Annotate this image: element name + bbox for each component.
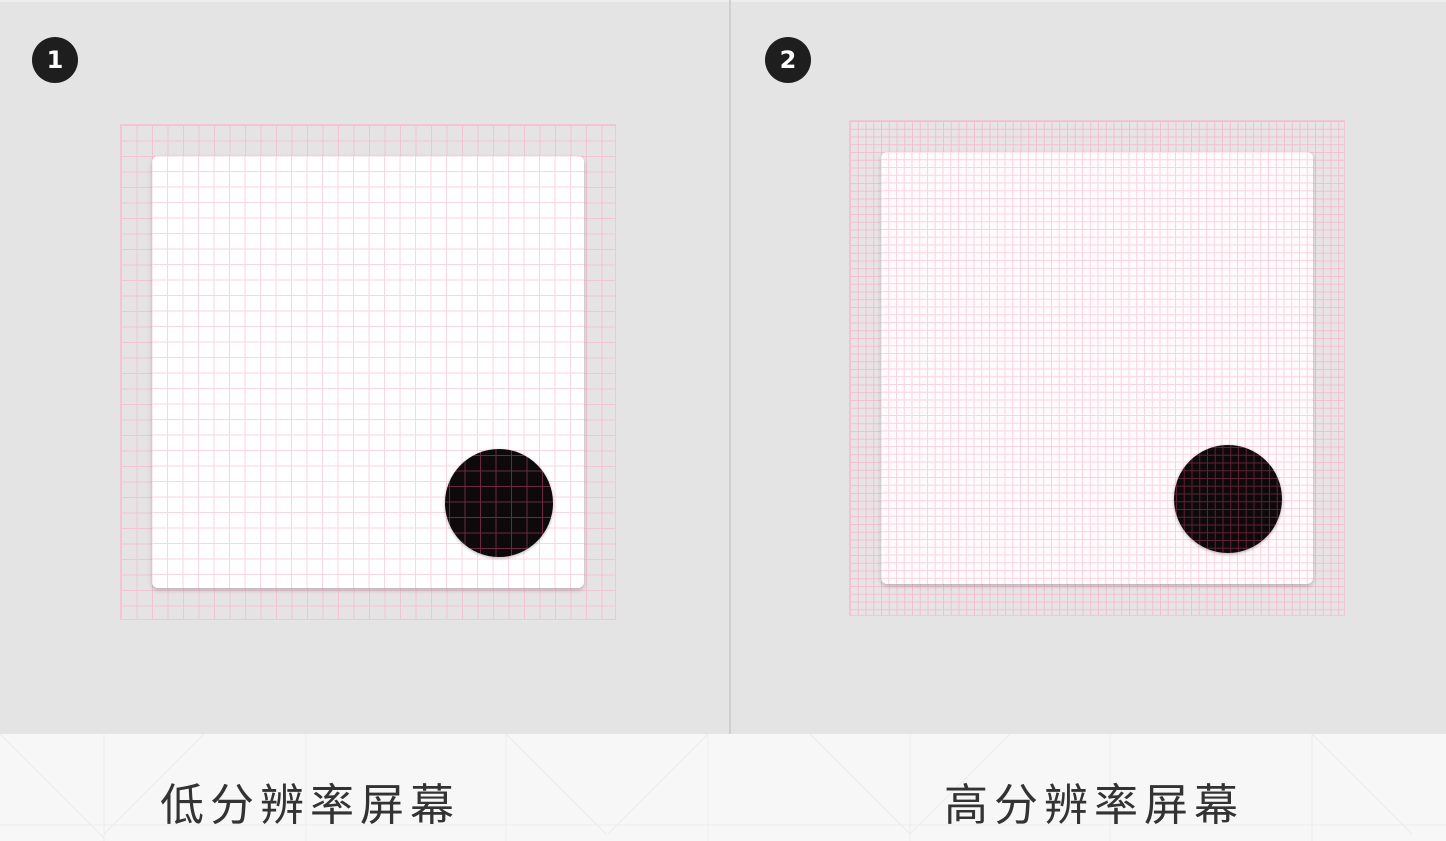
panel-2-circle [1174, 445, 1282, 553]
panel-1-circle [445, 449, 553, 557]
panel-2-caption: 高分辨率屏幕 [944, 780, 1244, 831]
top-edge [0, 0, 1446, 2]
panel-2-badge: 2 [765, 37, 811, 83]
panel-divider [729, 0, 731, 734]
caption-background-pattern [0, 734, 1446, 841]
caption-band [0, 734, 1446, 841]
panel-1-badge: 1 [32, 37, 78, 83]
comparison-stage: 1 2 [0, 0, 1446, 734]
panel-1-caption: 低分辨率屏幕 [160, 780, 460, 831]
